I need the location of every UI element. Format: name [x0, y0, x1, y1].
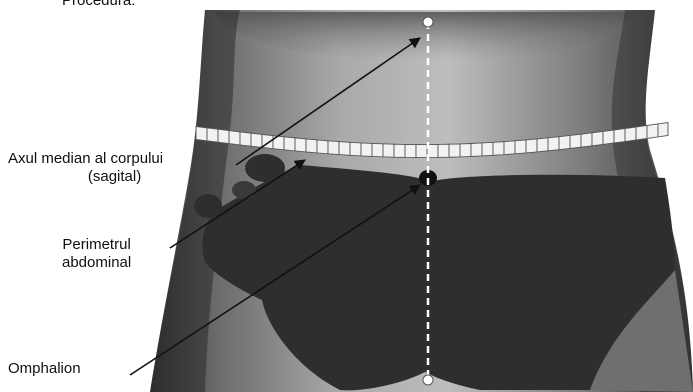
tape-segment	[449, 144, 460, 157]
perimeter-label-line-1: Perimetrul	[62, 236, 131, 254]
tape-segment	[339, 142, 350, 156]
omphalion-label: Omphalion	[8, 360, 81, 378]
tape-segment	[493, 142, 504, 156]
tape-segment	[438, 144, 449, 157]
tape-segment	[515, 140, 526, 154]
perimeter-label-line-2: abdominal	[62, 254, 131, 272]
tape-segment	[647, 124, 658, 139]
tape-segment	[526, 139, 537, 153]
tape-segment	[251, 133, 262, 147]
tape-segment	[559, 135, 570, 149]
tape-segment	[394, 144, 405, 157]
tape-segment	[207, 128, 218, 142]
axis-label: Axul median al corpului (sagital)	[8, 150, 163, 186]
tape-segment	[240, 132, 251, 146]
tape-segment	[548, 137, 559, 151]
tape-segment	[284, 137, 295, 151]
tape-segment	[218, 129, 229, 143]
tape-segment	[603, 130, 614, 144]
axis-label-line-2: (sagital)	[8, 168, 163, 186]
tape-segment	[383, 144, 394, 157]
axis-label-line-1: Axul median al corpului	[8, 150, 163, 168]
perimeter-label: Perimetrul abdominal	[62, 236, 131, 272]
garment-blob-3	[232, 181, 256, 199]
tape-segment	[306, 139, 317, 153]
tape-segment	[614, 129, 625, 143]
tape-segment	[405, 144, 416, 157]
tape-segment	[471, 143, 482, 157]
omphalion-label-text: Omphalion	[8, 360, 81, 378]
tape-segment	[625, 127, 636, 142]
garment-blob-2	[194, 194, 222, 218]
tape-segment	[295, 138, 306, 152]
tape-segment	[328, 141, 339, 155]
tape-segment	[460, 143, 471, 156]
axis-top-point	[423, 17, 433, 27]
tape-segment	[482, 142, 493, 156]
tape-segment	[592, 131, 603, 145]
tape-segment	[537, 138, 548, 152]
tape-segment	[361, 143, 372, 157]
tape-segment	[658, 123, 668, 137]
tape-segment	[317, 140, 328, 154]
tape-segment	[636, 125, 647, 140]
header-text: Procedura:	[62, 0, 135, 10]
tape-segment	[570, 134, 581, 148]
tape-segment	[229, 131, 240, 145]
tape-segment	[196, 127, 207, 141]
tape-segment	[581, 133, 592, 147]
tape-segment	[350, 142, 361, 156]
tape-segment	[372, 143, 383, 156]
tape-segment	[504, 141, 515, 155]
tape-segment	[416, 145, 427, 158]
axis-bottom-point	[423, 375, 433, 385]
